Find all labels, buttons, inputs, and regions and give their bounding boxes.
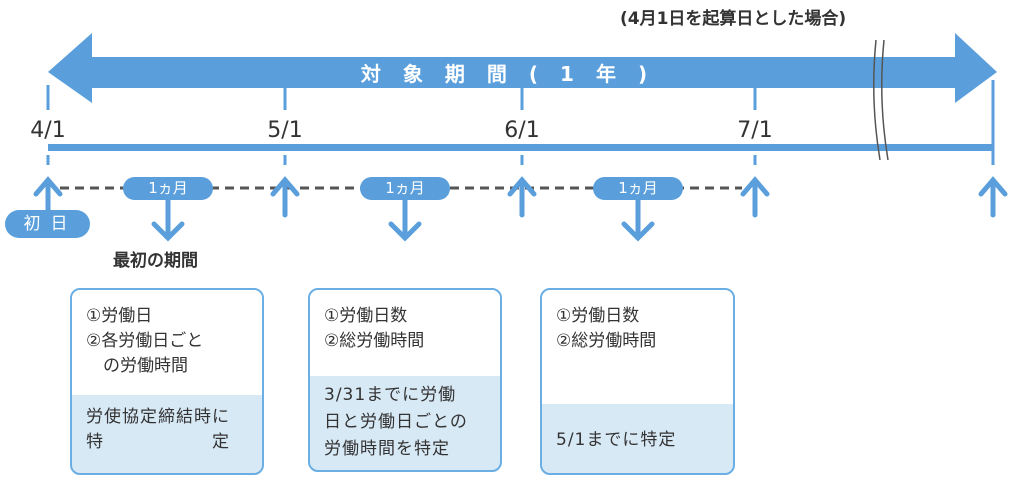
date-label: 7/1 — [737, 118, 773, 143]
timeline-bar — [48, 144, 993, 151]
month-pill: 1ヵ月 — [123, 177, 213, 200]
first-day-pill: 初日 — [5, 210, 90, 238]
date-label: 6/1 — [504, 118, 540, 143]
date-label: 5/1 — [267, 118, 303, 143]
first-period-label: 最初の期間 — [113, 251, 198, 271]
month-pill: 1ヵ月 — [360, 177, 450, 200]
month-pill: 1ヵ月 — [593, 177, 683, 200]
up-arrow-icon — [507, 176, 537, 218]
up-arrow-icon — [740, 176, 770, 218]
period-title: 対象期間(1年) — [360, 62, 670, 86]
up-arrow-icon — [270, 176, 300, 218]
down-arrow-icon — [388, 197, 422, 242]
up-arrow-icon — [33, 176, 63, 218]
date-label: 4/1 — [30, 118, 66, 143]
break-mark — [873, 39, 889, 161]
up-arrow-icon — [978, 176, 1008, 218]
note: (4月1日を起算日とした場合) — [620, 9, 847, 29]
down-arrow-icon — [151, 197, 185, 242]
down-arrow-icon — [621, 197, 655, 242]
